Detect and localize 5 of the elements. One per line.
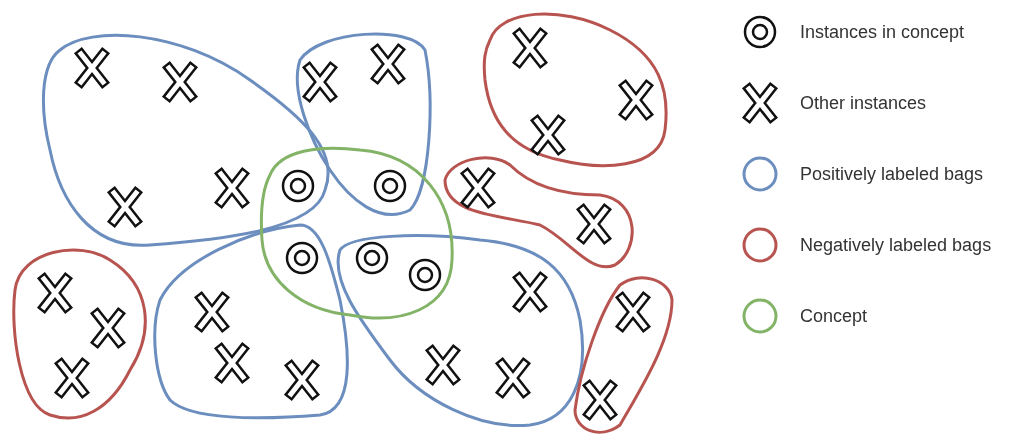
legend-label: Other instances (800, 92, 927, 114)
legend-label: Negatively labeled bags (800, 234, 992, 256)
legend-label: Instances in concept (800, 21, 965, 43)
legend-label: Positively labeled bags (800, 163, 984, 185)
legend-label: Concept (800, 305, 868, 327)
